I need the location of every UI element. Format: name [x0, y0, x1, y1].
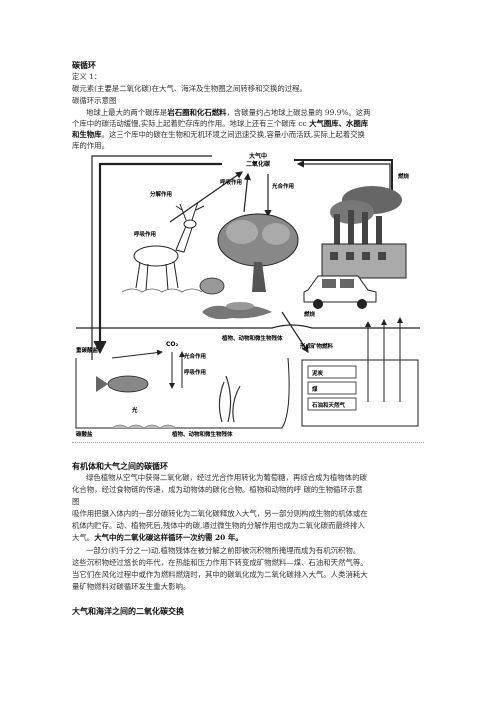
remains-label: 植物、动物和微生物残体	[221, 334, 283, 342]
atmosphere-label-1: 大气中	[249, 152, 267, 160]
paragraph-2-line-3: 图	[72, 497, 80, 506]
photosynthesis-ocean-label: 光合作用	[183, 352, 206, 360]
burn-label: 燃烧	[398, 172, 410, 180]
carbon-cycle-svg: 大气中 二氧化碳 分解作用 呼吸作用 光合作用 呼吸作用	[75, 152, 420, 438]
paragraph-2-line-1: 绿色植物从空气中获得二氧化碳，经过光合作用转化为葡萄糖，再综合成为植物体的碳	[86, 473, 367, 482]
co2-label: CO₂	[166, 341, 179, 348]
arrow-to-fossil	[281, 311, 309, 354]
arrow-decomposition	[169, 171, 243, 223]
light-label: 光	[131, 406, 138, 414]
paragraph-2-line-5: 机体内贮存。动、植物死后,残体中的碳,通过微生物的分解作用也成为二氧化碳而最终排…	[72, 521, 365, 530]
grass-illustration	[121, 288, 203, 293]
paragraph-3-line-3: 当它们在风化过程中或作为燃料燃烧时，其中的碳氧化成为二氧化碳排入大气。人类消耗大	[72, 570, 368, 579]
definition-text: 碳元素(主要是二氧化碳)在大气、海洋及生物圈之间转移和交换的过程。	[72, 84, 307, 93]
car-illustration	[303, 275, 377, 309]
respiration-deer-label: 呼吸作用	[134, 230, 156, 238]
coal-label: 煤	[312, 385, 318, 393]
definition-label: 定义 1：	[72, 72, 102, 81]
arrow-bicarb-co2	[111, 349, 163, 359]
photosynthesis-label: 光合作用	[271, 182, 294, 190]
respiration-label: 呼吸作用	[220, 178, 242, 186]
paragraph-2-line-4: 吸作用把摄入体内的一部分碳转化为二氧化碳释放入大气，另一部分则构成生物的机体或在	[72, 509, 368, 518]
tree-illustration	[217, 213, 299, 292]
remains-ocean-label: 植物、动物和微生物残体	[171, 430, 233, 438]
carbon-cycle-diagram: 大气中 二氧化碳 分解作用 呼吸作用 光合作用 呼吸作用	[72, 152, 424, 438]
ocean-outline	[75, 357, 290, 429]
paragraph-2-line-6: 大气。大气中的二氧化碳这样循环一次约需 20 年。	[72, 533, 243, 542]
fish-illustration	[96, 375, 149, 393]
section-1-title: 有机体和大气之间的碳循环	[72, 462, 168, 471]
oil-gas-label: 石油和天然气	[311, 401, 346, 409]
seaweed-illustration	[218, 375, 241, 423]
deer-illustration	[133, 201, 205, 291]
ocean-bottom	[111, 424, 177, 429]
ground-line	[76, 324, 420, 329]
arrow-factory-burn	[296, 160, 391, 196]
doc-title: 碳循环	[72, 61, 96, 70]
section-divider	[72, 442, 424, 443]
fossil-label: 形成矿物燃料	[300, 342, 334, 350]
paragraph-1-line-2: 个库中的碳活动缓慢,实际上起着贮存库的作用。地球上还有三个碳库 cc 大气圈库、…	[72, 119, 369, 128]
shrub-illustration	[199, 277, 225, 295]
diagram-caption: 碳循环示意图	[72, 96, 117, 105]
arrow-ocean-to-atmosphere	[91, 155, 212, 360]
carbonate-label: 碳酸盐	[76, 430, 93, 438]
paragraph-3-line-1: 一部分(约千分之一)动,植物残体在被分解之前即被沉积物所掩埋而成为有机沉积物。	[86, 546, 361, 555]
paragraph-2-line-2: 化合物，经过食物链的传递，成为动物体的碳化合物。植物和动物的呼 碳的生物循环示意	[72, 485, 363, 494]
paragraph-3-line-2: 这些沉积物经过悠长的年代，在热能和压力作用下转变成矿物燃料—煤、石油和天然气等。	[72, 558, 368, 567]
paragraph-1-line-4: 库的作用。	[72, 141, 109, 150]
peat-label: 泥炭	[312, 369, 324, 377]
section-2-title: 大气和海洋之间的二氧化碳交换	[72, 607, 184, 616]
paragraph-1-line-3: 和生物库。这三个库中的碳在生物和无机环境之间迅速交换,容量小而活跃,实际上起着交…	[72, 130, 365, 139]
burn-car-label: 燃烧	[304, 310, 316, 318]
bicarbonate-label: 重碳酸盐	[76, 346, 99, 354]
arrow-atmosphere-to-ocean	[93, 162, 222, 355]
factory-illustration	[321, 186, 407, 279]
decomposition-label: 分解作用	[150, 190, 172, 198]
remains-illustration	[202, 302, 272, 320]
atmosphere-label-2: 二氧化碳	[246, 160, 271, 168]
paragraph-1-line-1: 地球上最大的两个碳库是岩石圈和化石燃料，含碳量约占地球上碳总量的 99.9%。这…	[86, 108, 371, 117]
arrow-respiration-plant	[243, 172, 251, 213]
paragraph-3-line-4: 量矿物燃料对碳循环发生重大影响。	[72, 582, 191, 591]
arrow-atmosphere-to-factory	[294, 159, 393, 192]
respiration-ocean-label: 呼吸作用	[184, 368, 206, 376]
